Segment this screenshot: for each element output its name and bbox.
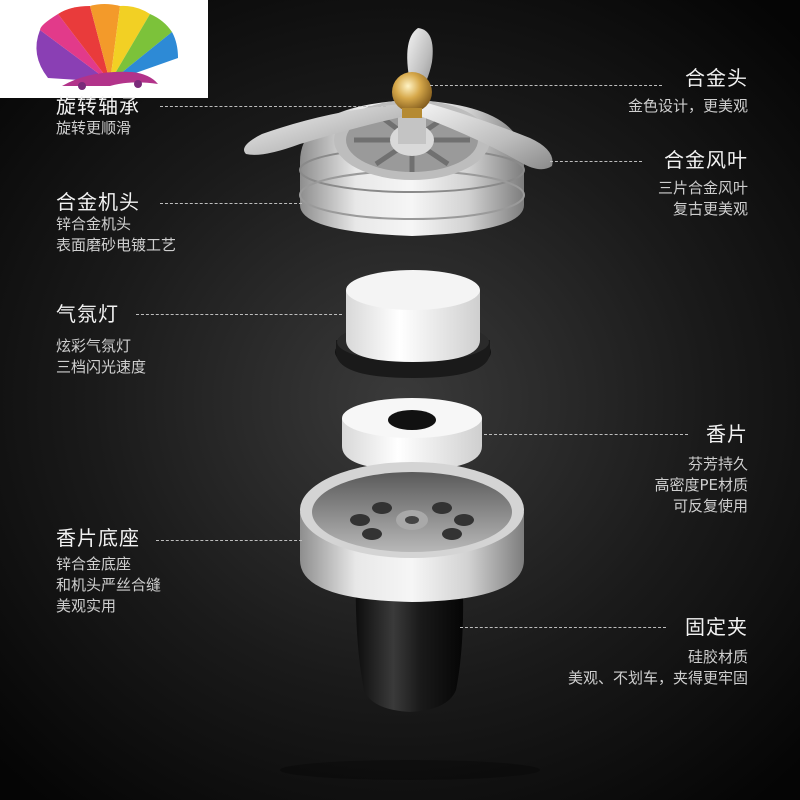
label-alloy-blades: 合金风叶 三片合金风叶 复古更美观 (658, 148, 748, 220)
label-title: 固定夹 (685, 615, 748, 639)
peacock-fan-logo-icon (36, 4, 178, 90)
leader-line-r2 (550, 161, 642, 162)
label-desc-2: 复古更美观 (672, 200, 748, 218)
label-desc-2: 美观、不划车，夹得更牢固 (567, 669, 748, 687)
label-desc-1: 三片合金风叶 (657, 179, 748, 197)
leader-line-r4 (460, 627, 666, 628)
label-desc-1: 锌合金底座 (56, 555, 132, 573)
label-desc-3: 可反复使用 (672, 497, 748, 515)
fragrance-base-part (300, 462, 524, 712)
leader-line-l4 (156, 540, 302, 541)
label-desc-2: 高密度PE材质 (654, 476, 748, 494)
label-title: 香片底座 (56, 526, 140, 550)
leader-line-l3 (136, 314, 342, 315)
label-desc-3: 美观实用 (56, 597, 117, 615)
label-title: 合金头 (685, 66, 748, 90)
label-ambient-light: 气氛灯 炫彩气氛灯 三档闪光速度 (56, 302, 146, 378)
leader-line-r3 (484, 434, 688, 435)
leader-line-r1 (430, 85, 662, 86)
label-title: 气氛灯 (56, 302, 119, 326)
label-desc-2: 三档闪光速度 (56, 358, 147, 376)
label-desc-1: 锌合金机头 (56, 215, 132, 233)
label-desc-2: 和机头严丝合缝 (56, 576, 162, 594)
label-rotating-bearing: 旋转轴承 旋转更顺滑 (56, 94, 140, 139)
label-title: 合金机头 (56, 190, 140, 214)
label-fragrance-base: 香片底座 锌合金底座 和机头严丝合缝 美观实用 (56, 526, 161, 617)
label-title: 旋转轴承 (56, 94, 140, 118)
label-desc-1: 芬芳持久 (687, 455, 748, 473)
leader-line-l1 (160, 106, 386, 107)
ambient-light-part (335, 270, 491, 378)
brand-logo (0, 0, 208, 98)
label-title: 合金风叶 (664, 148, 748, 172)
label-alloy-head: 合金机头 锌合金机头 表面磨砂电镀工艺 (56, 190, 176, 256)
label-desc-2: 表面磨砂电镀工艺 (56, 236, 177, 254)
label-fragrance-pad: 香片 芬芳持久 高密度PE材质 可反复使用 (654, 422, 748, 517)
label-fixed-clip: 固定夹 硅胶材质 美观、不划车，夹得更牢固 (568, 615, 748, 689)
fragrance-pad-part (342, 398, 482, 470)
label-desc-1: 旋转更顺滑 (56, 119, 132, 137)
leader-line-l2 (160, 203, 302, 204)
label-alloy-cap: 合金头 金色设计，更美观 (628, 66, 748, 117)
label-desc-1: 硅胶材质 (687, 648, 748, 666)
label-title: 香片 (706, 422, 748, 446)
gold-cap-part (392, 72, 432, 118)
label-desc-1: 炫彩气氛灯 (56, 337, 132, 355)
label-desc-1: 金色设计，更美观 (627, 97, 748, 115)
